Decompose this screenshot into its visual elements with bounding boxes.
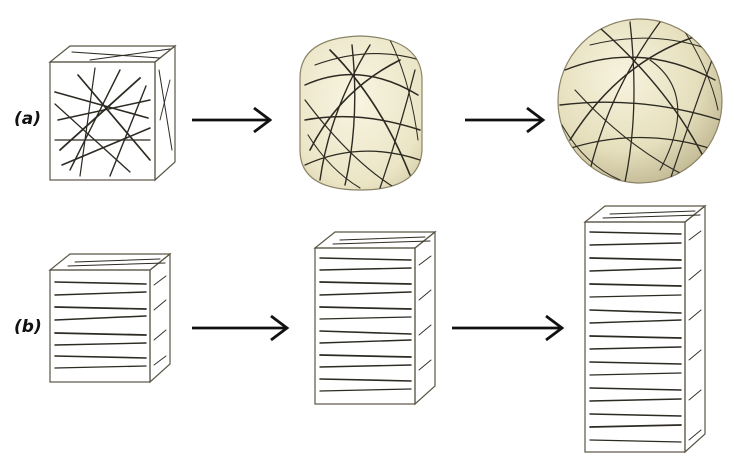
row-a-stage-3-sphere (558, 19, 722, 183)
row-a-label: (a) (14, 109, 41, 129)
right-arrow-icon (192, 316, 287, 340)
right-arrow-icon (192, 108, 270, 132)
row-b-label: (b) (14, 317, 42, 337)
row-b-stage-2-prism (315, 232, 435, 404)
row-b-stage-1-cube (50, 254, 170, 382)
row-a-stage-1-cube (50, 46, 175, 180)
row-a-stage-2-rounded-cube (300, 36, 422, 190)
row-b-stage-3-prism (585, 206, 705, 452)
right-arrow-icon (465, 108, 543, 132)
right-arrow-icon (452, 316, 562, 340)
